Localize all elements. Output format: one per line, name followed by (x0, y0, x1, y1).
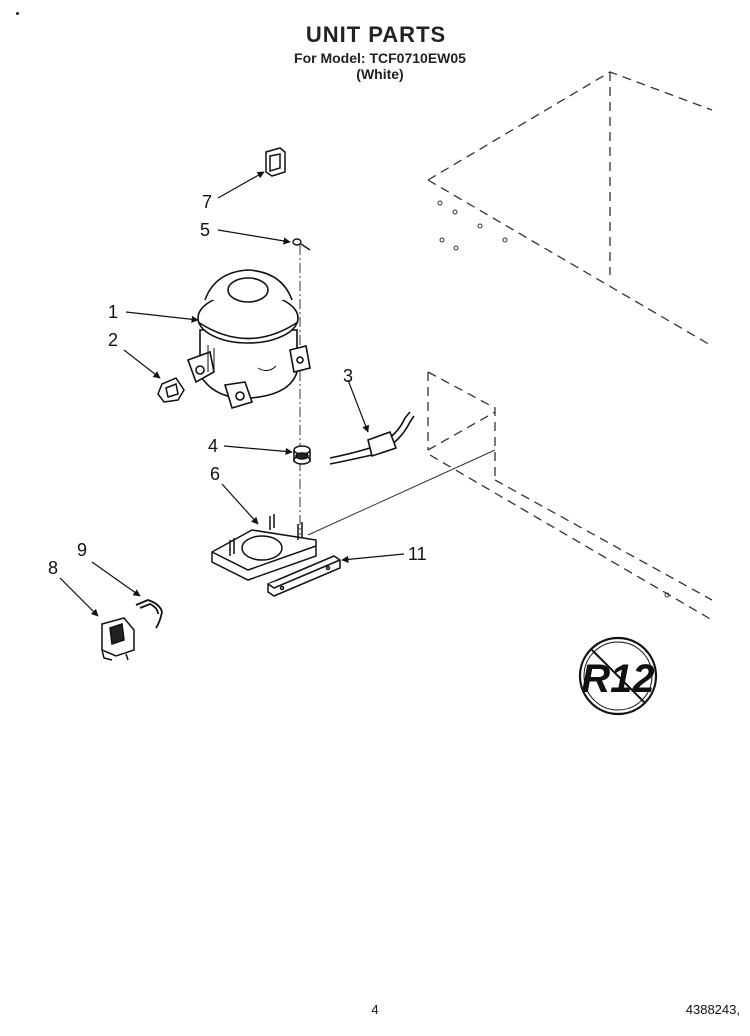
page-number: 4 (371, 1002, 379, 1017)
part-bracket-11 (267, 555, 341, 597)
cabinet-outline-upper (427, 71, 713, 347)
cabinet-hole (664, 592, 670, 598)
model-line: For Model: TCF0710EW05 (294, 50, 466, 66)
leader-lines (59, 171, 405, 617)
page-title: UNIT PARTS (305, 22, 447, 47)
callout-11: 11 (408, 544, 427, 564)
alignment-line (307, 449, 496, 536)
callout-7: 7 (202, 192, 212, 212)
part-pin-5 (292, 238, 311, 251)
corner-mark (16, 12, 19, 15)
callout-4: 4 (208, 436, 218, 456)
r12-badge: R12 (578, 636, 658, 716)
part-compressor-1 (186, 269, 311, 409)
document-number: 4388243, (685, 1002, 740, 1017)
callout-1: 1 (108, 302, 118, 322)
variant-label: (White) (356, 66, 404, 82)
callout-8: 8 (48, 558, 58, 578)
part-tube-3 (329, 411, 415, 465)
callout-3: 3 (343, 366, 353, 386)
part-base-plate-6 (211, 514, 317, 581)
callout-9: 9 (77, 540, 87, 560)
part-clip-7 (265, 147, 286, 177)
callout-5: 5 (200, 220, 210, 240)
part-cover-8 (101, 617, 135, 661)
cabinet-outline-lower (427, 371, 713, 621)
part-grommet-4 (293, 445, 311, 465)
part-plug-2 (157, 377, 185, 403)
cabinet-holes (437, 200, 508, 251)
part-wire-clip-9 (135, 599, 163, 629)
badge-label: R12 (581, 657, 654, 701)
callout-2: 2 (108, 330, 118, 350)
callout-6: 6 (210, 464, 220, 484)
